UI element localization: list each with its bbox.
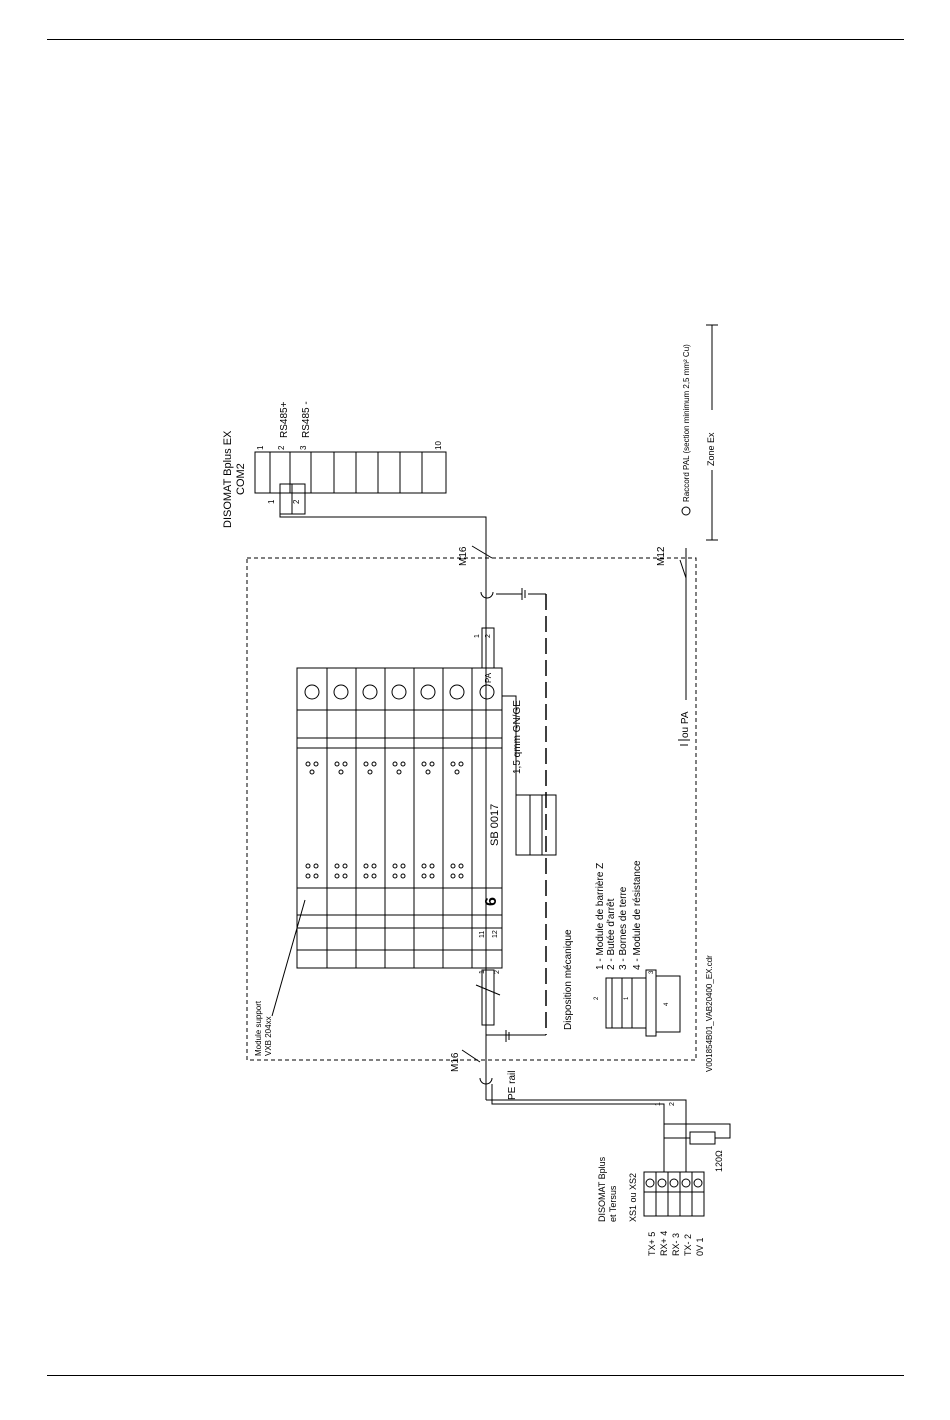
enclosure-outline [246, 557, 697, 1061]
mech-part-1: 1 [624, 996, 630, 1000]
term-top-2: 2 [485, 634, 492, 638]
bottom-rule [47, 1375, 904, 1376]
ou-pa-label: ou PA [680, 711, 691, 738]
term-bottom-2: 2 [494, 970, 501, 974]
m16-bottom-label: M16 [450, 1052, 461, 1072]
slot-12: 12 [492, 930, 499, 938]
barrier-number: 6 [483, 897, 500, 906]
bottom-wire-2: 2 [669, 1102, 676, 1106]
bottom-pin-5: TX+ 5 [647, 1232, 657, 1256]
bottom-connector [643, 1160, 705, 1217]
slot-11: 11 [479, 931, 486, 938]
bottom-pin-3: RX- 3 [671, 1233, 681, 1256]
mech-part-3: 3 [649, 970, 655, 974]
resistor-label: 120Ω [714, 1150, 724, 1172]
mechanical-item-3: 3 - Bornes de terre [618, 886, 629, 970]
barrier-rail [296, 667, 503, 969]
raccord-pal-label: Raccord PAL (section minimum 2,5 mm² Cu) [682, 344, 691, 502]
device-bottom-title-2: et Tersus [608, 1185, 618, 1222]
device-top-port: COM2 [235, 463, 247, 495]
mech-part-2: 2 [594, 996, 600, 1000]
mechanical-item-1: 1 - Module de barrière Z [595, 863, 606, 970]
module-support-label-2: VXB 204xx [264, 1016, 273, 1056]
bottom-pin-1: 0V 1 [695, 1237, 705, 1256]
wire-gauge-label: 1,5 qmm GN/GE [512, 700, 523, 774]
mechanical-item-4: 4 - Module de résistance [632, 860, 643, 970]
top-rule [47, 39, 904, 40]
barrier-label: SB 0017 [489, 804, 501, 846]
rs485-minus-label: RS485 - [301, 401, 312, 438]
device-top-title: DISOMAT Bplus EX [222, 430, 234, 528]
device-top-pin-1: 1 [256, 445, 265, 450]
m12-label: M12 [656, 546, 667, 566]
file-reference: V001854B01_VAB20400_EX.cdr [705, 955, 714, 1072]
mechanical-title: Disposition mécanique [563, 929, 574, 1030]
term-top-1: 1 [474, 634, 481, 638]
module-support-label-1: Module support [254, 1000, 263, 1056]
mech-part-4: 4 [664, 1002, 670, 1006]
term-bottom-1: 1 [479, 970, 486, 974]
bottom-wire-1: 1 [655, 1102, 662, 1106]
device-top-pin-10: 10 [434, 441, 443, 450]
mechanical-sketch [605, 969, 681, 1037]
bottom-pin-2: TX- 2 [683, 1234, 693, 1256]
top-terminal-strip [254, 451, 447, 515]
top-wire-1: 1 [267, 499, 276, 504]
device-bottom-port: XS1 ou XS2 [628, 1173, 638, 1222]
pe-rail-label: PE rail [507, 1071, 518, 1100]
device-bottom-title-1: DISOMAT Bplus [597, 1156, 607, 1222]
bottom-pin-4: RX+ 4 [659, 1231, 669, 1256]
mechanical-item-2: 2 - Butée d'arrêt [606, 898, 617, 970]
rs485-plus-label: RS485+ [279, 401, 290, 438]
zone-ex-label: Zone Ex [706, 432, 716, 466]
m16-top-label: M16 [458, 546, 469, 566]
pa-label: PA [484, 672, 493, 683]
device-top-pin-2: 2 [277, 445, 286, 450]
device-top-pin-3: 3 [299, 445, 308, 450]
top-wire-2: 2 [292, 499, 301, 504]
